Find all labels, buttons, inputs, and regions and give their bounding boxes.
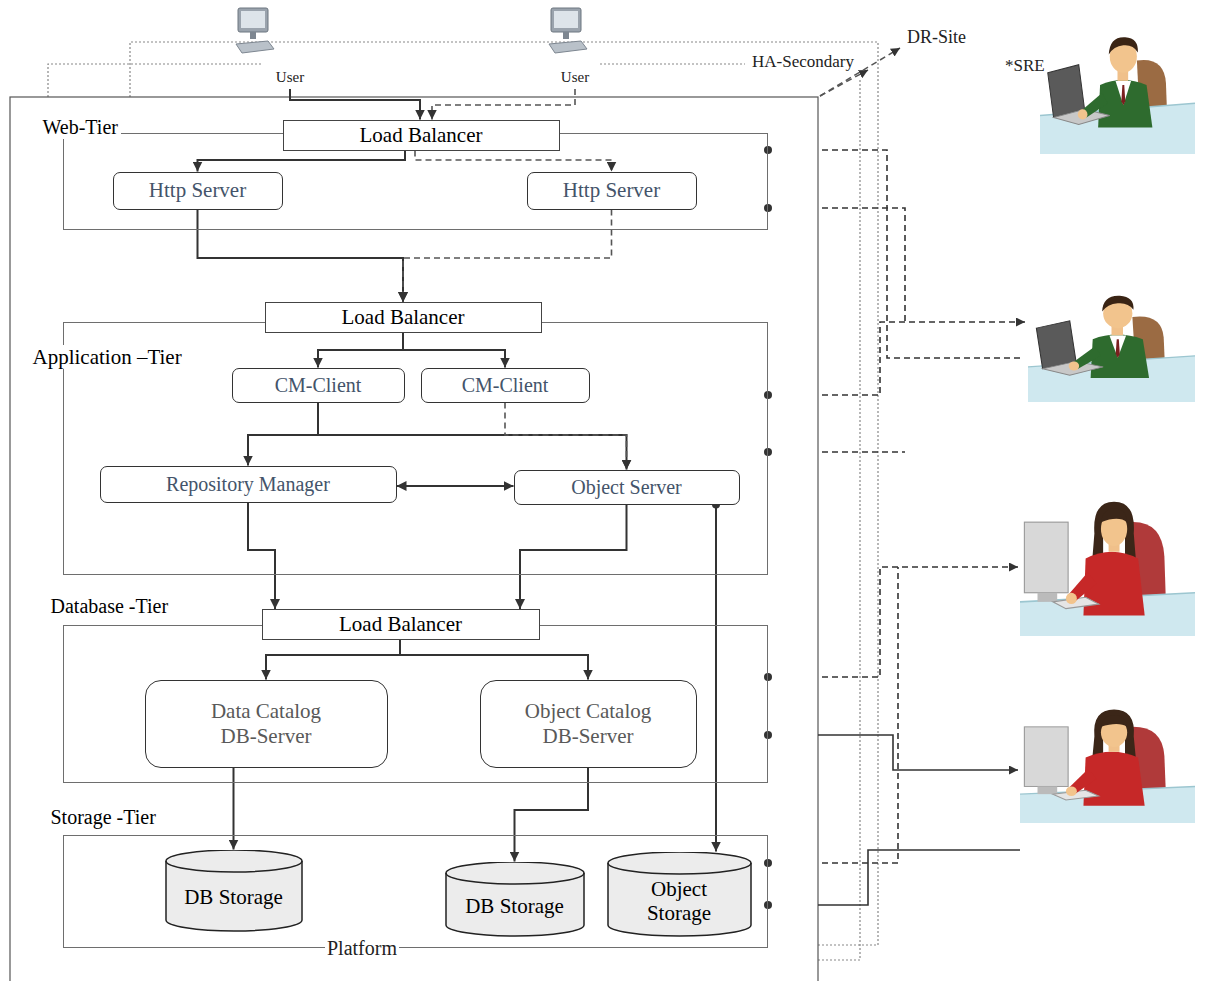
computer-icon [549,8,587,53]
connector [403,210,612,303]
node-text: Load Balancer [341,305,464,329]
load-balancer-box: Load Balancer [283,120,560,151]
node-text: Http Server [563,178,660,202]
connector [290,89,420,120]
connector [233,768,235,850]
node-text: DB Storage [465,894,564,918]
node-text: CM-Client [462,374,549,397]
connector [318,403,627,470]
role-label: *SRE [1003,56,1047,76]
connector [198,151,406,172]
tier-label: Storage -Tier [48,806,159,829]
connector [403,333,505,368]
tier-label: Web-Tier [40,116,121,139]
role-label: *SRE [1003,56,1047,76]
node-text: Load Balancer [339,612,462,636]
sre-person [1028,296,1195,402]
node-text: Repository Manager [166,473,330,496]
monitor-dots [764,146,772,909]
platform-outline [10,97,818,981]
load-balancer-box: Load Balancer [265,302,542,333]
cylinder-body [446,862,584,936]
server-box: Http Server [113,172,283,210]
sre-person [1040,37,1195,154]
tier-band: Database -TierLoad BalancerData Catalog … [63,625,768,783]
connector [432,89,575,120]
connector [505,403,627,470]
server-box: CM-Client [421,368,590,403]
server-box: Object Server [514,470,740,505]
connector [198,210,404,303]
cylinder-rim [608,863,751,874]
platform-label: Platform [325,937,399,960]
connector [515,768,589,862]
node-text: Object Server [571,476,682,499]
connector [318,333,403,368]
node-text: CM-Client [275,374,362,397]
site-label: DR-Site [905,27,968,48]
site-label: HA-Secondary [750,52,856,72]
sre-person [1020,502,1195,636]
connector [715,505,717,852]
platform-label: Platform [325,937,399,960]
connector [266,640,400,680]
storage-cylinder: DB Storage [165,850,303,932]
node-text: Object Storage [629,877,729,925]
connector [415,151,612,172]
monitoring-lines [818,150,1025,905]
database-server-box: Data Catalog DB-Server [145,680,388,768]
node-text: Http Server [149,178,246,202]
site-label: DR-Site [905,27,968,48]
tier-band: Application –TierLoad BalancerCM-ClientC… [63,322,768,575]
node-text: Load Balancer [359,123,482,147]
connector [520,505,627,610]
cylinder-body [166,850,302,931]
server-box: Http Server [527,172,697,210]
cylinder-body [608,852,751,936]
node-text: User [276,69,304,86]
server-box: Repository Manager [100,466,397,503]
database-server-box: Object Catalog DB-Server [480,680,697,768]
site-label: HA-Secondary [750,52,856,72]
node-text: User [561,69,589,86]
user-node: User [250,6,330,86]
tier-band: Storage -TierDB StorageDB StorageObject … [63,835,768,948]
node-text: Object Catalog DB-Server [508,699,668,747]
tier-label: Application –Tier [30,345,185,369]
sre-person [1020,710,1195,823]
storage-cylinder: DB Storage [445,862,585,937]
user-node: User [535,6,615,86]
connector [248,503,275,610]
node-text: Data Catalog DB-Server [191,699,341,747]
cylinder-rim [446,873,584,884]
load-balancer-box: Load Balancer [262,609,540,640]
connector [400,640,588,680]
tier-band: Web-TierLoad BalancerHttp ServerHttp Ser… [63,133,768,230]
connector [397,485,514,487]
cylinder-rim [166,861,302,872]
storage-cylinder: Object Storage [607,852,752,937]
tier-label: Database -Tier [48,595,172,618]
server-box: CM-Client [232,368,405,403]
connector [248,403,318,466]
computer-icon [236,8,274,53]
node-text: DB Storage [184,885,283,909]
